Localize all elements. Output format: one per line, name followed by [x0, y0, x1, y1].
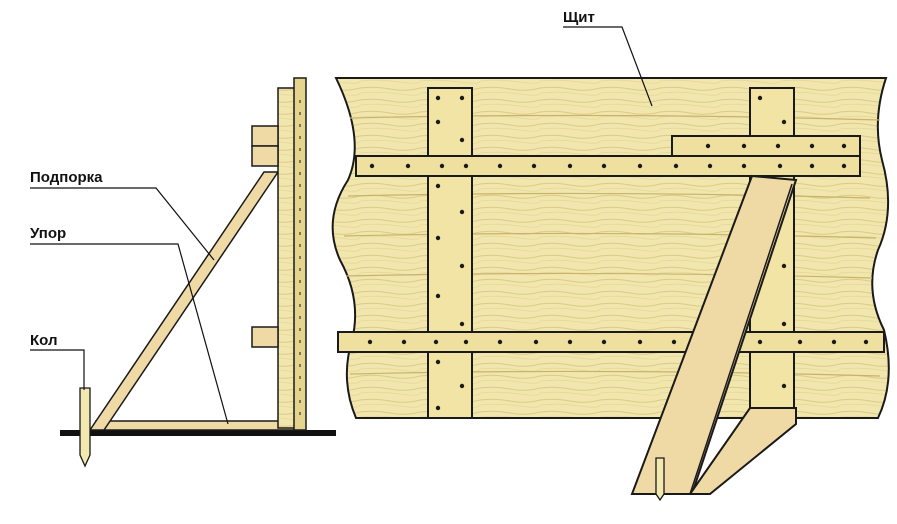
leader-stop — [30, 243, 229, 425]
label-brace: Подпорка — [30, 169, 103, 186]
label-stake: Кол — [30, 332, 57, 349]
leader-stake — [30, 349, 85, 390]
labels: Щит Подпорка Упор Кол — [30, 9, 653, 425]
label-shield: Щит — [563, 9, 595, 26]
leader-shield — [563, 26, 653, 107]
side-block-top-1 — [251, 125, 279, 147]
bottom-rail — [337, 331, 885, 353]
front-stop-board — [688, 407, 797, 495]
leader-brace — [30, 187, 215, 261]
front-diagonal-brace — [630, 174, 798, 495]
shield-front-panel — [331, 77, 890, 419]
stop-board — [95, 420, 301, 431]
diagonal-brace — [88, 171, 280, 431]
ground-line — [60, 430, 336, 436]
side-block-top-2 — [251, 145, 279, 167]
front-view — [331, 77, 890, 502]
stake — [79, 387, 91, 468]
plank-lines — [343, 114, 881, 377]
side-block-bottom — [251, 326, 279, 348]
top-short-rail — [671, 135, 861, 157]
vertical-batten-left — [427, 87, 473, 419]
shield-side-batten — [293, 77, 307, 431]
side-view — [60, 77, 336, 468]
label-stop: Упор — [30, 225, 66, 242]
top-rail — [355, 155, 861, 177]
front-brace-edge — [689, 183, 793, 495]
front-stake — [655, 457, 665, 502]
